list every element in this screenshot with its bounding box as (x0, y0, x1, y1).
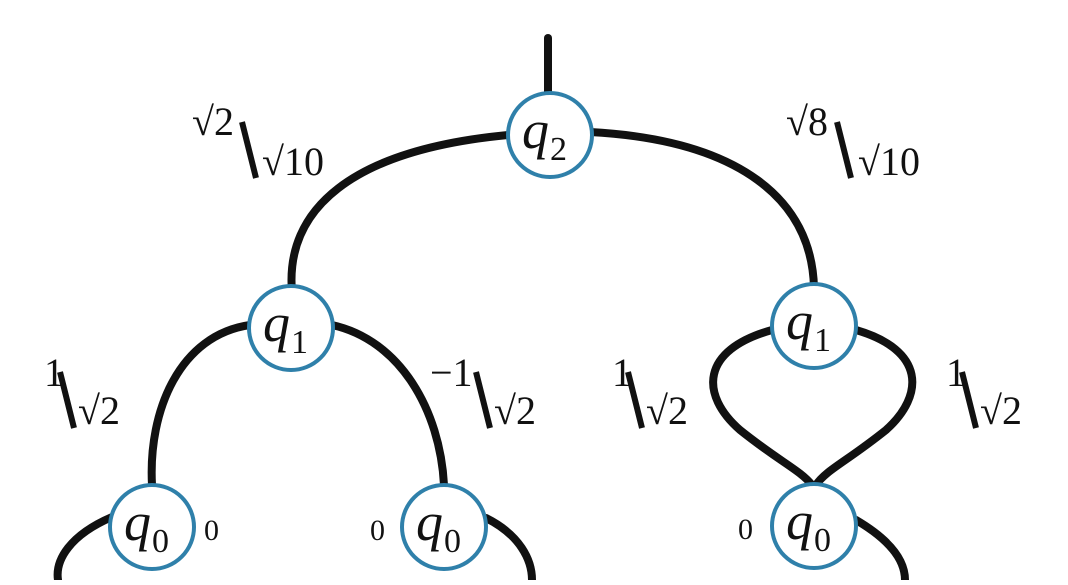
node-subscript: 2 (550, 131, 567, 168)
node-circle (770, 482, 858, 570)
node-subscript: 0 (814, 522, 831, 559)
edge-left-q1-to-right-q0 (328, 321, 448, 489)
fraction-slash (57, 371, 77, 429)
edges (53, 34, 917, 584)
node-root: q 2 (506, 91, 594, 179)
edge-root-to-left-q1 (287, 131, 512, 296)
edge-weight-right-q1-right: 1 √2 (946, 350, 1022, 433)
node-circle (770, 282, 858, 370)
node-symbol: q (522, 100, 549, 160)
edge-left-q0-a-terminal (53, 513, 116, 584)
edge-right-q0-terminal (852, 516, 909, 584)
node-symbol: q (124, 492, 151, 552)
node-right-q0: q 0 0 (738, 482, 858, 570)
node-symbol: q (263, 293, 290, 353)
weight-numerator: −1 (430, 350, 473, 395)
terminal-amplitude-label: 0 (738, 513, 753, 546)
terminal-amplitude-label: 0 (370, 514, 385, 547)
edge-right-q1-loop-right (812, 326, 917, 489)
fraction-slash (834, 121, 854, 179)
fraction-slash (473, 371, 493, 429)
node-left-q0-b: q 0 0 (370, 483, 488, 571)
node-symbol: q (786, 291, 813, 351)
weight-numerator: √8 (786, 99, 828, 144)
node-subscript: 1 (814, 322, 831, 359)
edge-right-q1-loop-left (709, 326, 816, 489)
node-left-q1: q 1 (247, 284, 335, 372)
node-subscript: 0 (152, 523, 169, 560)
edge-left-q0-b-terminal (482, 514, 536, 584)
node-right-q1: q 1 (770, 282, 858, 370)
node-subscript: 1 (291, 324, 308, 361)
edge-left-q1-to-left-q0 (147, 321, 254, 489)
weight-numerator: √2 (192, 99, 234, 144)
edge-weight-right-q1-left: 1 √2 (612, 350, 688, 433)
node-circle (400, 483, 488, 571)
weight-denominator: √2 (78, 388, 120, 433)
edge-weight-root-left: √2 √10 (192, 99, 324, 184)
edge-weight-root-right: √8 √10 (786, 99, 920, 184)
node-symbol: q (416, 492, 443, 552)
fraction-slash (959, 371, 979, 429)
edge-weight-left-q1-left: 1 √2 (44, 350, 120, 433)
node-subscript: 0 (444, 523, 461, 560)
fraction-slash (239, 121, 259, 179)
edge-root-to-right-q1 (586, 128, 818, 292)
weight-denominator: √10 (858, 139, 920, 184)
node-symbol: q (786, 491, 813, 551)
node-circle (108, 483, 196, 571)
weight-denominator: √2 (646, 388, 688, 433)
weight-numerator: 1 (44, 350, 64, 395)
weight-numerator: 1 (612, 350, 632, 395)
terminal-amplitude-label: 0 (204, 514, 219, 547)
weight-denominator: √2 (494, 388, 536, 433)
edge-weight-left-q1-right: −1 √2 (430, 350, 536, 433)
weight-denominator: √10 (262, 139, 324, 184)
weight-denominator: √2 (980, 388, 1022, 433)
weight-numerator: 1 (946, 350, 966, 395)
node-circle (247, 284, 335, 372)
fraction-slash (625, 371, 645, 429)
node-circle (506, 91, 594, 179)
node-left-q0-a: q 0 0 (108, 483, 219, 571)
